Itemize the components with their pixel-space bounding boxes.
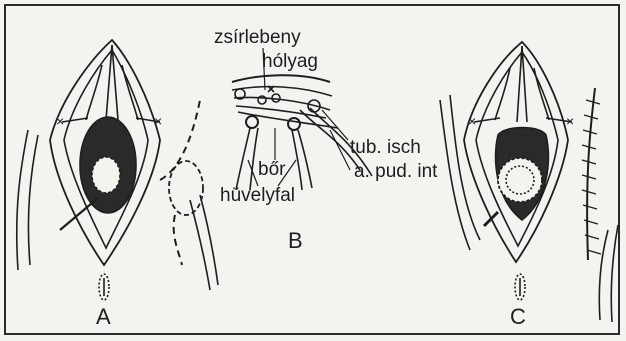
svg-text:×: × bbox=[468, 113, 476, 129]
svg-text:×: × bbox=[154, 113, 162, 129]
panel-label-a: A bbox=[96, 306, 111, 328]
label-bladder: hólyag bbox=[262, 52, 318, 71]
label-vaginal-wall: hüvelyfal bbox=[220, 186, 295, 205]
label-skin: bőr bbox=[258, 160, 285, 179]
panel-a-drawing: × × bbox=[17, 40, 218, 300]
svg-text:×: × bbox=[56, 113, 64, 129]
label-a-pud-int: a. pud. int bbox=[354, 162, 437, 181]
panel-label-c: C bbox=[510, 306, 526, 328]
svg-text:×: × bbox=[566, 113, 574, 129]
label-fat-lobe: zsírlebeny bbox=[214, 28, 301, 47]
panel-label-b: B bbox=[288, 230, 303, 252]
label-tub-isch: tub. isch bbox=[350, 138, 421, 157]
panel-c-drawing: × × bbox=[440, 42, 618, 322]
